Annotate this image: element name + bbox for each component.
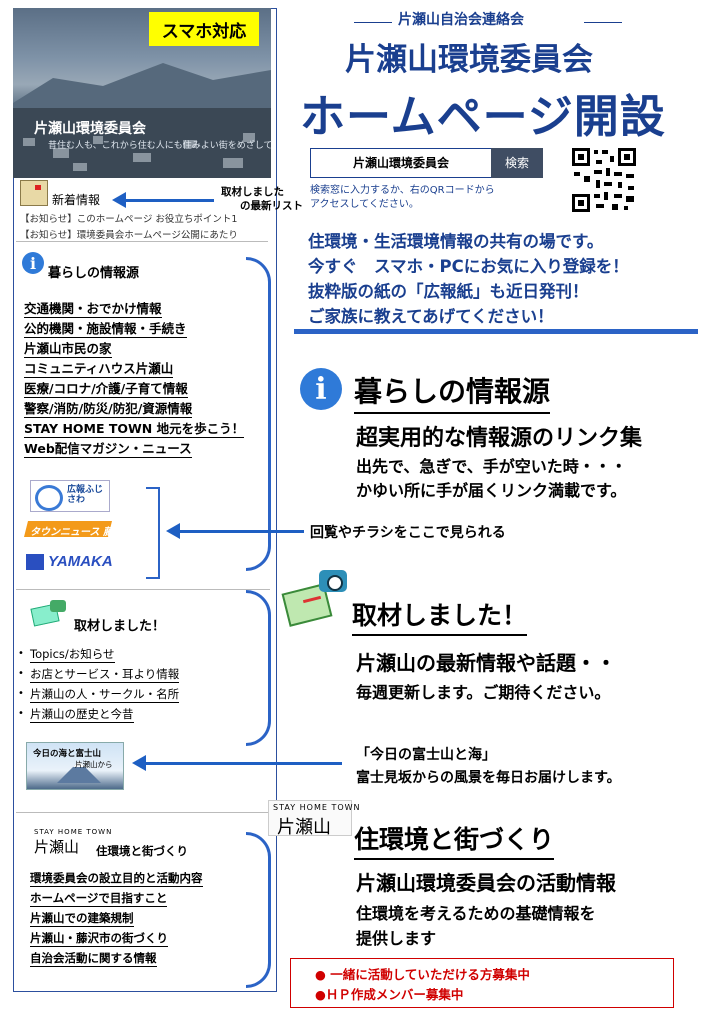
stay-home-town-logo-kanji: 片瀬山 (34, 838, 80, 856)
jukankyo-link-1[interactable]: 環境委員会の設立目的と活動内容 (30, 871, 203, 887)
notebook-camera-icon (30, 600, 68, 627)
banner-town-news[interactable]: タウンニュース 藤沢 (24, 519, 132, 541)
bullet-dot: • (18, 648, 24, 659)
fuji-banner[interactable]: 今日の海と富士山 片瀬山から (26, 742, 124, 790)
bullet-dot: • (18, 688, 24, 699)
kurashi-link-3[interactable]: 片瀬山市民の家 (24, 338, 112, 358)
kurashi-desc-1: 出先で、急ぎで、手が空いた時・・・ (356, 457, 627, 476)
intro-underline (294, 329, 698, 334)
jukankyo-link-5[interactable]: 自治会活動に関する情報 (30, 951, 157, 967)
kurashi-link-7[interactable]: STAY HOME TOWN 地元を歩こう！ (24, 418, 245, 438)
recruit-box: ● 一緒に活動していただける方募集中 ●ＨＰ作成メンバー募集中 (290, 958, 674, 1008)
recruit-line-2: ●ＨＰ作成メンバー募集中 (315, 987, 464, 1002)
banner-bracket (146, 487, 160, 579)
search-hint: 検索窓に入力するか、右のQRコードから アクセスしてください。 (310, 185, 495, 210)
kurashi-link-4[interactable]: コミュニティハウス片瀬山 (24, 358, 174, 378)
kurashi-desc-2: かゆい所に手が届くリンク満載です。 (356, 481, 627, 500)
search-input[interactable]: 片瀬山環境委員会 (310, 148, 492, 178)
org-rule-right (584, 22, 622, 23)
bullet-dot: • (18, 708, 24, 719)
notebook-camera-icon (281, 568, 349, 627)
intro-line-2: 今すぐ スマホ・PCにお気に入り登録を！ (308, 257, 629, 276)
kurashi-link-5[interactable]: 医療/コロナ/介護/子育て情報 (24, 378, 188, 398)
search-button[interactable]: 検索 (491, 148, 543, 178)
jukankyo-desc-2: 提供します (356, 929, 437, 948)
page-title-line2: ホームページ開設 (300, 90, 666, 143)
page-title-line1: 片瀬山環境委員会 (345, 42, 593, 78)
news-item-2[interactable]: 【お知らせ】環境委員会ホームページ公開にあたり (20, 230, 238, 241)
kurashi-link-8[interactable]: Web配信マガジン・ニュース (24, 438, 192, 458)
stay-home-town-logo-small: STAY HOME TOWN (34, 828, 113, 836)
shuzai-desc-1: 毎週更新します。ご期待ください。 (356, 683, 611, 702)
kurashi-bracket (246, 257, 271, 571)
shuzai-item-1[interactable]: Topics/お知らせ (30, 647, 115, 663)
shuzai-item-3[interactable]: 片瀬山の人・サークル・名所 (30, 687, 180, 703)
shuzai-heading: 取材しました！ (352, 596, 528, 636)
shuzai-subheading: 片瀬山の最新情報や話題・・ (356, 651, 616, 675)
info-icon: i (22, 252, 44, 274)
kurashi-link-6[interactable]: 警察/消防/防災/防犯/資源情報 (24, 398, 193, 418)
hero-subtitle: 昔住む人も、これから住む人にも住みよい街をめざして (48, 141, 273, 151)
org-rule-left (354, 22, 392, 23)
mailbox-icon (20, 180, 48, 206)
org-name: 片瀬山自治会連絡会 (398, 12, 524, 28)
kurashi-subheading: 超実用的な情報源のリンク集 (356, 426, 643, 451)
jukankyo-subheading: 片瀬山環境委員会の活動情報 (356, 871, 616, 895)
divider (16, 812, 270, 813)
arrow-news (112, 192, 214, 208)
smartphone-badge: スマホ対応 (149, 12, 259, 46)
news-note-2: の最新リスト (240, 200, 303, 212)
arrow-fuji (132, 755, 342, 771)
bullet-dot: • (18, 668, 24, 679)
fuji-note-1: 「今日の富士山と海」 (356, 747, 496, 763)
jukankyo-desc-1: 住環境を考えるための基礎情報を (356, 904, 596, 923)
news-item-1[interactable]: 【お知らせ】このホームページ お役立ちポイント1 (20, 214, 238, 225)
jukankyo-heading: 住環境と街づくり (354, 820, 555, 860)
shuzai-item-2[interactable]: お店とサービス・耳より情報 (30, 667, 180, 683)
fuji-note-2: 富士見坂からの風景を毎日お届けします。 (356, 770, 621, 786)
recruit-line-1: ● 一緒に活動していただける方募集中 (315, 967, 530, 982)
qr-code-icon[interactable] (570, 146, 638, 214)
shuzai-title: 取材しました！ (74, 619, 166, 634)
jukankyo-link-3[interactable]: 片瀬山での建築規制 (30, 911, 134, 927)
arrow-banner (166, 523, 304, 539)
stay-home-town-logo: STAY HOME TOWN 片瀬山 (268, 800, 360, 838)
jukankyo-title: 住環境と街づくり (96, 844, 188, 858)
shuzai-item-4[interactable]: 片瀬山の歴史と今昔 (30, 707, 134, 723)
kurashi-link-2[interactable]: 公的機関・施設情報・手続き (24, 318, 187, 338)
shuzai-bracket (246, 590, 271, 746)
jukankyo-link-4[interactable]: 片瀬山・藤沢市の街づくり (30, 931, 168, 947)
intro-line-4: ご家族に教えてあげてください！ (308, 307, 554, 326)
kurashi-link-1[interactable]: 交通機関・おでかけ情報 (24, 298, 162, 318)
intro-line-3: 抜粋版の紙の「広報紙」も近日発刊！ (308, 282, 589, 301)
kurashi-heading: 暮らしの情報源 (354, 370, 551, 414)
divider (16, 589, 270, 590)
news-title: 新着情報 (52, 193, 101, 207)
divider (16, 241, 268, 242)
hero-title: 片瀬山環境委員会 (34, 121, 146, 137)
jukankyo-bracket (246, 832, 271, 988)
banner-note: 回覧やチラシをここで見られる (310, 525, 506, 541)
banner-yamaka[interactable]: YAMAKA (26, 552, 134, 574)
info-icon: i (300, 368, 342, 410)
kurashi-title: 暮らしの情報源 (48, 266, 140, 281)
banner-koho-fujisawa[interactable]: 広報ふじさわ (30, 480, 110, 512)
news-note-1: 取材しました (221, 186, 284, 198)
jukankyo-link-2[interactable]: ホームページで目指すこと (30, 891, 168, 907)
intro-line-1: 住環境・生活環境情報の共有の場です。 (308, 232, 604, 251)
